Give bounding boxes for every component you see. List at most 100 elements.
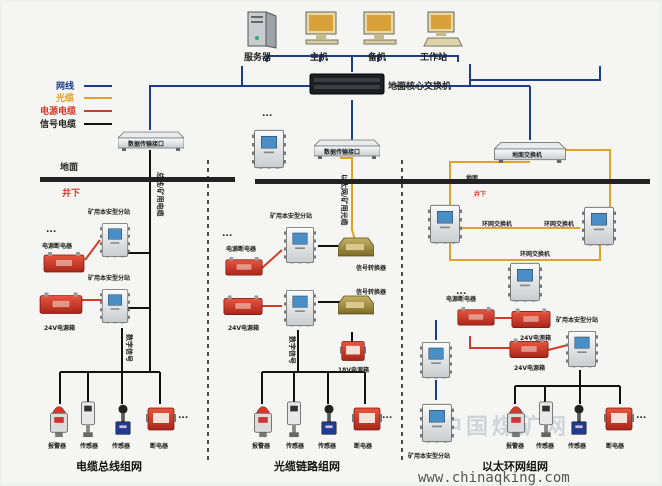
right-device-label-1: 传感器 <box>535 442 555 450</box>
right-substation-label: 矿用本安型分站 <box>556 316 598 324</box>
middle-breaker-device <box>352 407 382 431</box>
middle-ellipsis-2: ... <box>382 411 392 421</box>
middle-substation-label: 矿用本安型分站 <box>270 212 312 220</box>
middle-section-title: 光缆链路组网 <box>273 459 340 473</box>
left-substation-1-label: 矿用本安型分站 <box>88 208 130 216</box>
right-section-title: 以太环网组网 <box>482 459 548 473</box>
left-substation-1 <box>100 223 130 258</box>
left-digital-signal-label: 数字信号 <box>125 334 134 362</box>
network-lines <box>149 55 601 400</box>
right-bottom-substation-label: 矿用本安型分站 <box>408 452 450 460</box>
middle-interface-label: 数据传输接口 <box>324 148 360 156</box>
right-ground-label: 地面 <box>466 174 478 182</box>
middle-breaker <box>225 256 263 276</box>
middle-device-label-3: 断电器 <box>354 442 373 450</box>
middle-18v-power-box <box>340 341 366 361</box>
monitor-icon <box>363 11 397 45</box>
server-icon <box>247 11 277 49</box>
right-device-label-3: 断电器 <box>606 442 625 450</box>
right-ground-switch-label: 地面交换机 <box>512 151 542 159</box>
middle-substation-1 <box>284 226 316 264</box>
middle-converter-1 <box>338 237 374 257</box>
ground-divider-bar <box>40 177 235 182</box>
host-label: 主机 <box>310 51 328 63</box>
right-ring-switch-2-label: 环网交换机 <box>544 220 574 228</box>
workstation-icon <box>423 11 463 47</box>
left-bus-label: 总线/矿用电缆 <box>156 172 165 217</box>
watermark-url: www.chinaqking.com <box>418 470 570 486</box>
middle-converter-1-label: 信号转换器 <box>356 264 387 272</box>
right-power-box-2-label: 24V电源箱 <box>514 364 545 372</box>
ground-label: 地面 <box>60 161 78 173</box>
legend-fiber-label: 光缆 <box>55 92 74 104</box>
middle-power-box-label: 24V电源箱 <box>228 324 259 332</box>
core-switch: 地面核心交换机 <box>309 73 451 95</box>
left-substation-2 <box>100 289 130 324</box>
middle-top-substation <box>252 129 286 170</box>
middle-device-label-2: 传感器 <box>317 442 337 450</box>
middle-ellipsis-1: ... <box>222 229 232 239</box>
middle-power-box <box>223 294 263 316</box>
server-device: 服务器 <box>244 11 277 63</box>
legend-signal-label: 信号电缆 <box>40 118 76 130</box>
middle-substation-2 <box>284 289 316 327</box>
middle-converter-2-label: 信号转换器 <box>356 288 387 296</box>
right-breaker-label: 电源断电器 <box>446 295 477 303</box>
underground-label: 井下 <box>62 187 80 199</box>
left-device-label-2: 传感器 <box>111 442 131 450</box>
right-ring-switch-3 <box>508 262 542 302</box>
right-substation <box>566 330 598 368</box>
right-underground-label: 井下 <box>474 190 486 198</box>
right-ring-switch-1 <box>428 204 462 244</box>
right-ring-switch-1-label: 环网交换机 <box>482 220 512 228</box>
legend-power-label: 电源电缆 <box>40 105 76 117</box>
right-ring-station-left <box>420 341 452 379</box>
fiber-lines <box>340 149 611 261</box>
left-device-label-3: 断电器 <box>150 442 169 450</box>
left-power-box <box>39 292 83 314</box>
middle-converter-2 <box>338 295 374 315</box>
left-ellipsis-1: ... <box>46 225 56 235</box>
left-substation-2-label: 矿用本安型分站 <box>88 274 130 282</box>
middle-device-label-0: 报警器 <box>252 442 271 450</box>
right-ring-switch-3-label: 环网交换机 <box>520 250 550 258</box>
right-breaker <box>457 306 495 326</box>
left-section-title: 电缆总线组网 <box>76 459 142 473</box>
right-ring-switch-2 <box>582 206 616 246</box>
middle-18v-label: 18V电源箱 <box>338 366 369 374</box>
left-breaker <box>43 252 85 273</box>
left-breaker-device <box>146 407 176 431</box>
right-power-box-1-label: 24V电源箱 <box>520 334 551 342</box>
right-ellipsis-2: ... <box>636 411 646 421</box>
right-ellipsis-1: ... <box>456 287 466 297</box>
server-label: 服务器 <box>244 51 272 63</box>
right-breaker-device <box>604 407 634 431</box>
backup-device: 备机 <box>363 11 397 63</box>
signal-lines <box>59 150 621 404</box>
workstation-device: 工作站 <box>420 11 463 63</box>
middle-cable-label: 以太网/矿用光缆 <box>340 174 349 226</box>
right-device-label-2: 传感器 <box>567 442 587 450</box>
middle-ellipsis-top: ... <box>262 109 272 119</box>
left-device-label-0: 报警器 <box>48 442 67 450</box>
power-lines <box>80 239 569 351</box>
left-power-box-label: 24V电源箱 <box>44 324 75 332</box>
right-device-label-0: 报警器 <box>506 442 525 450</box>
middle-breaker-label: 电源断电器 <box>226 245 257 253</box>
right-power-box-1 <box>511 308 551 329</box>
middle-device-label-1: 传感器 <box>285 442 305 450</box>
monitor-icon <box>305 11 339 45</box>
legend-network-label: 网线 <box>56 80 74 92</box>
middle-digital-signal-label: 数字信号 <box>288 336 297 364</box>
right-bottom-substation <box>420 403 454 444</box>
right-power-box-2 <box>509 338 549 359</box>
left-device-label-1: 传感器 <box>79 442 99 450</box>
backup-label: 备机 <box>367 51 386 63</box>
left-breaker-label: 电源断电器 <box>42 242 73 250</box>
legend: 网线 光缆 电源电缆 信号电缆 <box>40 80 112 130</box>
left-ellipsis-2: ... <box>178 411 188 421</box>
ground-divider-bar-right <box>255 179 650 184</box>
core-switch-label: 地面核心交换机 <box>388 80 451 92</box>
host-device: 主机 <box>305 11 339 63</box>
